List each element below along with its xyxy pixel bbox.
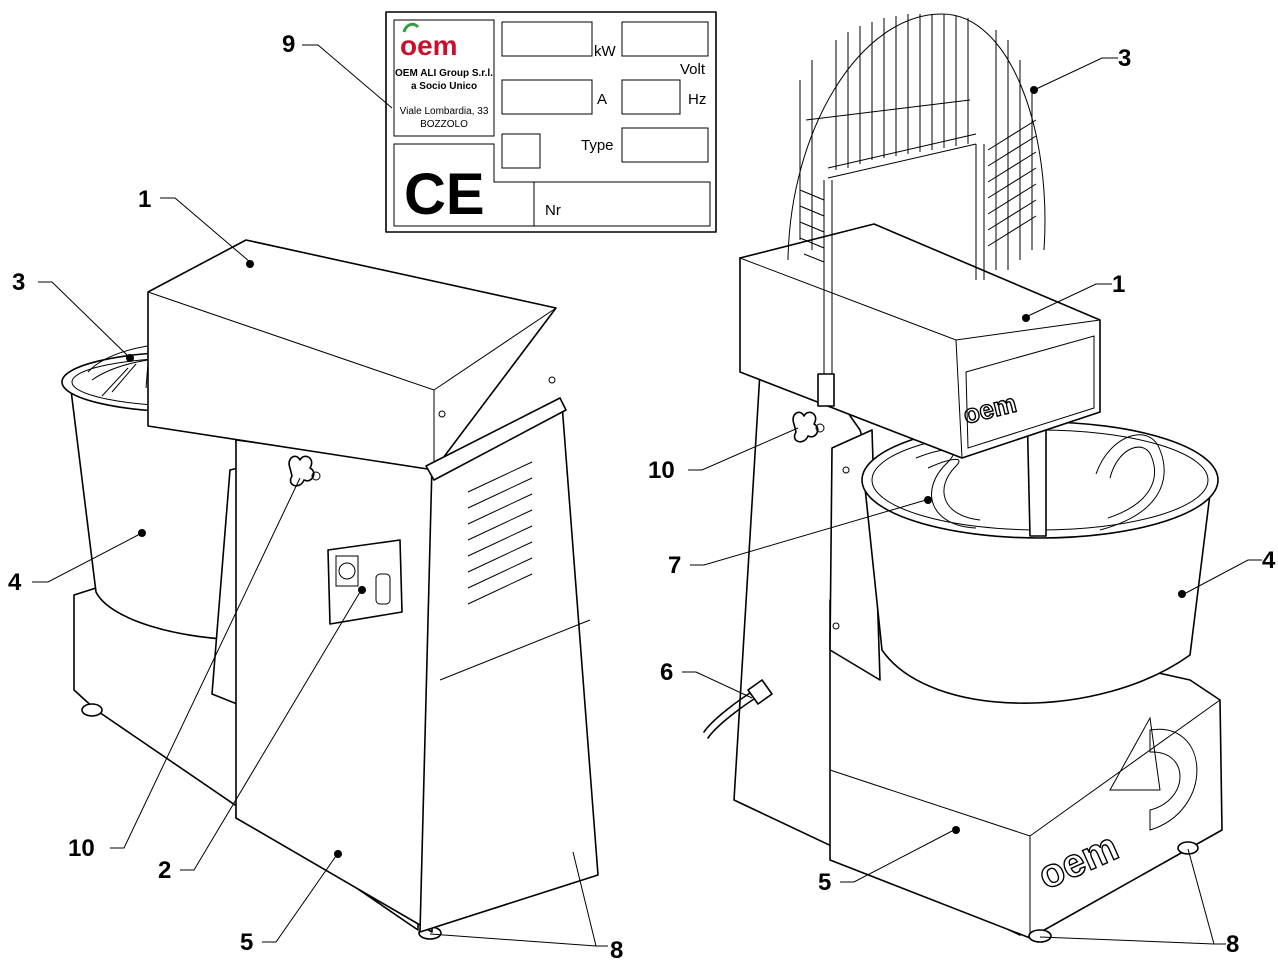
callout-leaders xyxy=(32,44,1262,947)
plate-label-type: Type xyxy=(581,137,614,154)
callout-left-bowl: 4 xyxy=(8,569,22,596)
left-mixer xyxy=(61,239,599,940)
right-wheel-side xyxy=(1177,841,1199,855)
plate-address-line2: BOZZOLO xyxy=(420,119,468,130)
right-power-cable xyxy=(703,679,773,739)
plate-company-line1: OEM ALI Group S.r.l. xyxy=(395,68,493,79)
plate-field-type xyxy=(621,127,709,163)
callout-left-head: 1 xyxy=(138,186,151,213)
callout-right-head: 1 xyxy=(1112,271,1125,298)
left-head-hinge-bar xyxy=(425,397,567,481)
plate-logo: oem xyxy=(400,22,458,61)
left-vents xyxy=(467,461,533,605)
callout-left-base: 5 xyxy=(240,929,253,956)
callout-left-wheels: 8 xyxy=(610,937,623,960)
plate-field-small xyxy=(501,133,541,169)
left-body-front xyxy=(419,403,599,933)
callout-right-cable: 6 xyxy=(660,659,673,686)
plate-label-nr: Nr xyxy=(545,202,561,219)
right-wheel-front xyxy=(1028,929,1052,943)
plate-field-volt xyxy=(621,21,709,57)
callout-left-guard: 3 xyxy=(12,269,25,296)
callout-left-switch: 2 xyxy=(158,857,171,884)
callout-right-spiral: 7 xyxy=(668,552,681,579)
right-guard-hinge xyxy=(817,373,835,407)
plate-field-hz xyxy=(621,79,681,115)
left-head xyxy=(147,239,557,471)
plate-field-amp xyxy=(501,79,593,115)
plate-field-kw xyxy=(501,21,593,57)
right-mixer: oem oem xyxy=(703,13,1223,943)
plate-address-line1: Viale Lombardia, 33 xyxy=(400,106,489,117)
ce-mark: CE xyxy=(404,162,485,227)
right-bowl xyxy=(863,477,1213,704)
callout-right-wheels: 8 xyxy=(1226,931,1239,958)
plate-label-hz: Hz xyxy=(688,91,706,108)
right-safety-guard xyxy=(787,13,1046,407)
callout-plate: 9 xyxy=(282,31,295,58)
plate-company-line2: a Socio Unico xyxy=(411,81,477,92)
callout-right-knob: 10 xyxy=(648,457,675,484)
left-wheel-back xyxy=(81,703,103,717)
plate-label-kw: kW xyxy=(594,43,617,60)
callout-left-knob: 10 xyxy=(68,835,95,862)
callout-right-bowl: 4 xyxy=(1262,547,1276,574)
plate-label-amp: A xyxy=(597,91,607,108)
plate-brand-text: oem xyxy=(400,30,458,61)
rating-plate: oem OEM ALI Group S.r.l. a Socio Unico V… xyxy=(385,11,717,233)
right-locking-knob xyxy=(792,411,825,443)
left-control-panel xyxy=(327,539,403,625)
callout-right-base: 5 xyxy=(818,869,831,896)
plate-label-volt: Volt xyxy=(680,61,706,78)
callout-numbers: 9 1 3 4 10 2 5 8 3 1 10 7 4 6 5 8 xyxy=(8,31,1276,960)
callout-right-guard: 3 xyxy=(1118,45,1131,72)
